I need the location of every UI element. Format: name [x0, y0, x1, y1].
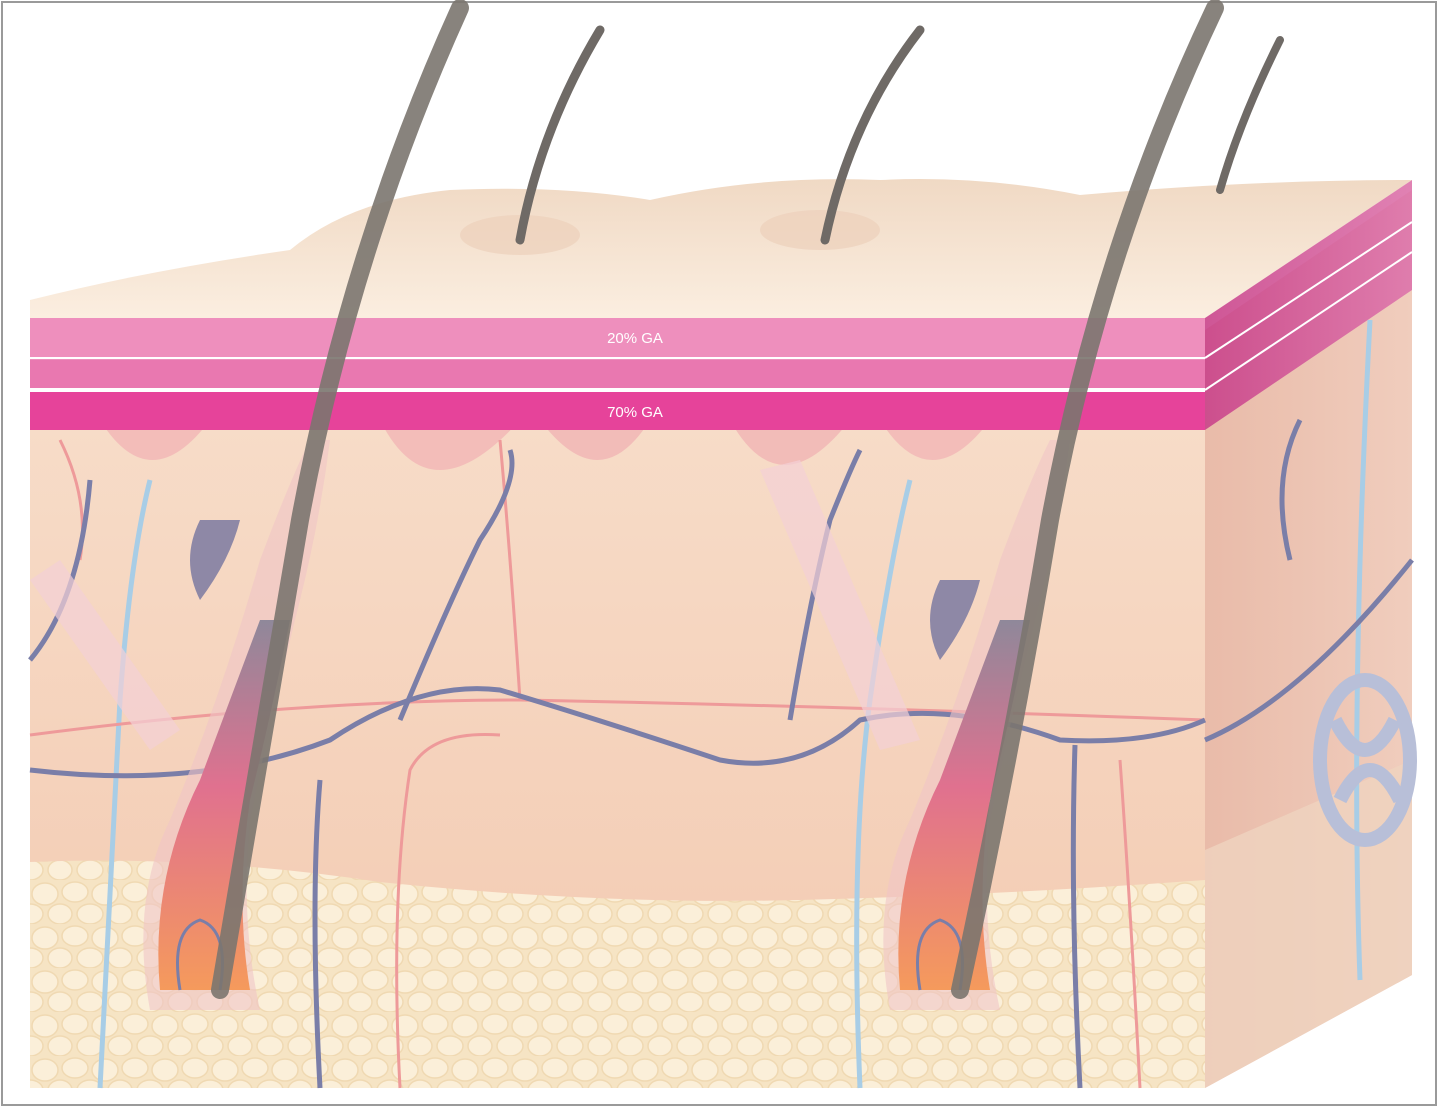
band-upper-label: 20% GA: [607, 330, 663, 347]
band-middle: [30, 360, 1205, 388]
band-lower-label: 70% GA: [607, 404, 663, 421]
pore-2: [760, 210, 880, 250]
epidermis-surface: [30, 179, 1412, 318]
